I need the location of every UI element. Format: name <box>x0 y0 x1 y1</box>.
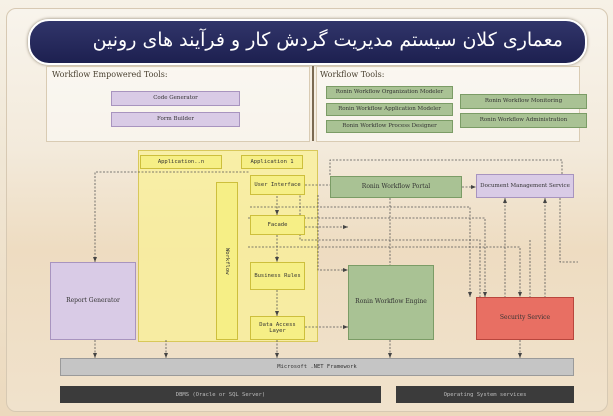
workflow-vertical-bar: Workflow <box>216 182 238 340</box>
facade-box: Facade <box>250 215 305 235</box>
process-designer-box: Ronin Workflow Process Designer <box>326 120 453 133</box>
administration-box: Ronin Workflow Administration <box>460 113 587 128</box>
code-generator-box: Code Generator <box>111 91 240 106</box>
diagram-title: معماری کلان سیستم مدیریت گردش کار و فرآی… <box>92 29 563 51</box>
workflow-engine-box: Ronin Workflow Engine <box>348 265 434 340</box>
dotnet-framework-bar: Microsoft .NET Framework <box>60 358 574 376</box>
application-modeler-box: Ronin Workflow Application Modeler <box>326 103 453 116</box>
workflow-portal-box: Ronin Workflow Portal <box>330 176 462 198</box>
business-rules-box: Business Rules <box>250 262 305 290</box>
application-1-box: Application 1 <box>241 155 303 169</box>
workflow-tools-label: Workflow Tools: <box>320 70 385 79</box>
document-service-box: Document Management Service <box>476 174 574 198</box>
organization-modeler-box: Ronin Workflow Organization Modeler <box>326 86 453 99</box>
application-n-box: Application..n <box>140 155 222 169</box>
os-services-bar: Operating System services <box>396 386 574 403</box>
form-builder-box: Form Builder <box>111 112 240 127</box>
monitoring-box: Ronin Workflow Monitoring <box>460 94 587 109</box>
title-banner: معماری کلان سیستم مدیریت گردش کار و فرآی… <box>28 19 587 65</box>
panel-divider <box>312 66 314 141</box>
empowered-tools-label: Workflow Empowered Tools: <box>52 70 168 79</box>
report-generator-box: Report Generator <box>50 262 136 340</box>
connector <box>94 171 250 262</box>
user-interface-box: User Interface <box>250 175 305 195</box>
data-access-layer-box: Data Access Layer <box>250 316 305 340</box>
dbms-bar: DBMS (Oracle or SQL Server) <box>60 386 381 403</box>
security-service-box: Security Service <box>476 297 574 340</box>
